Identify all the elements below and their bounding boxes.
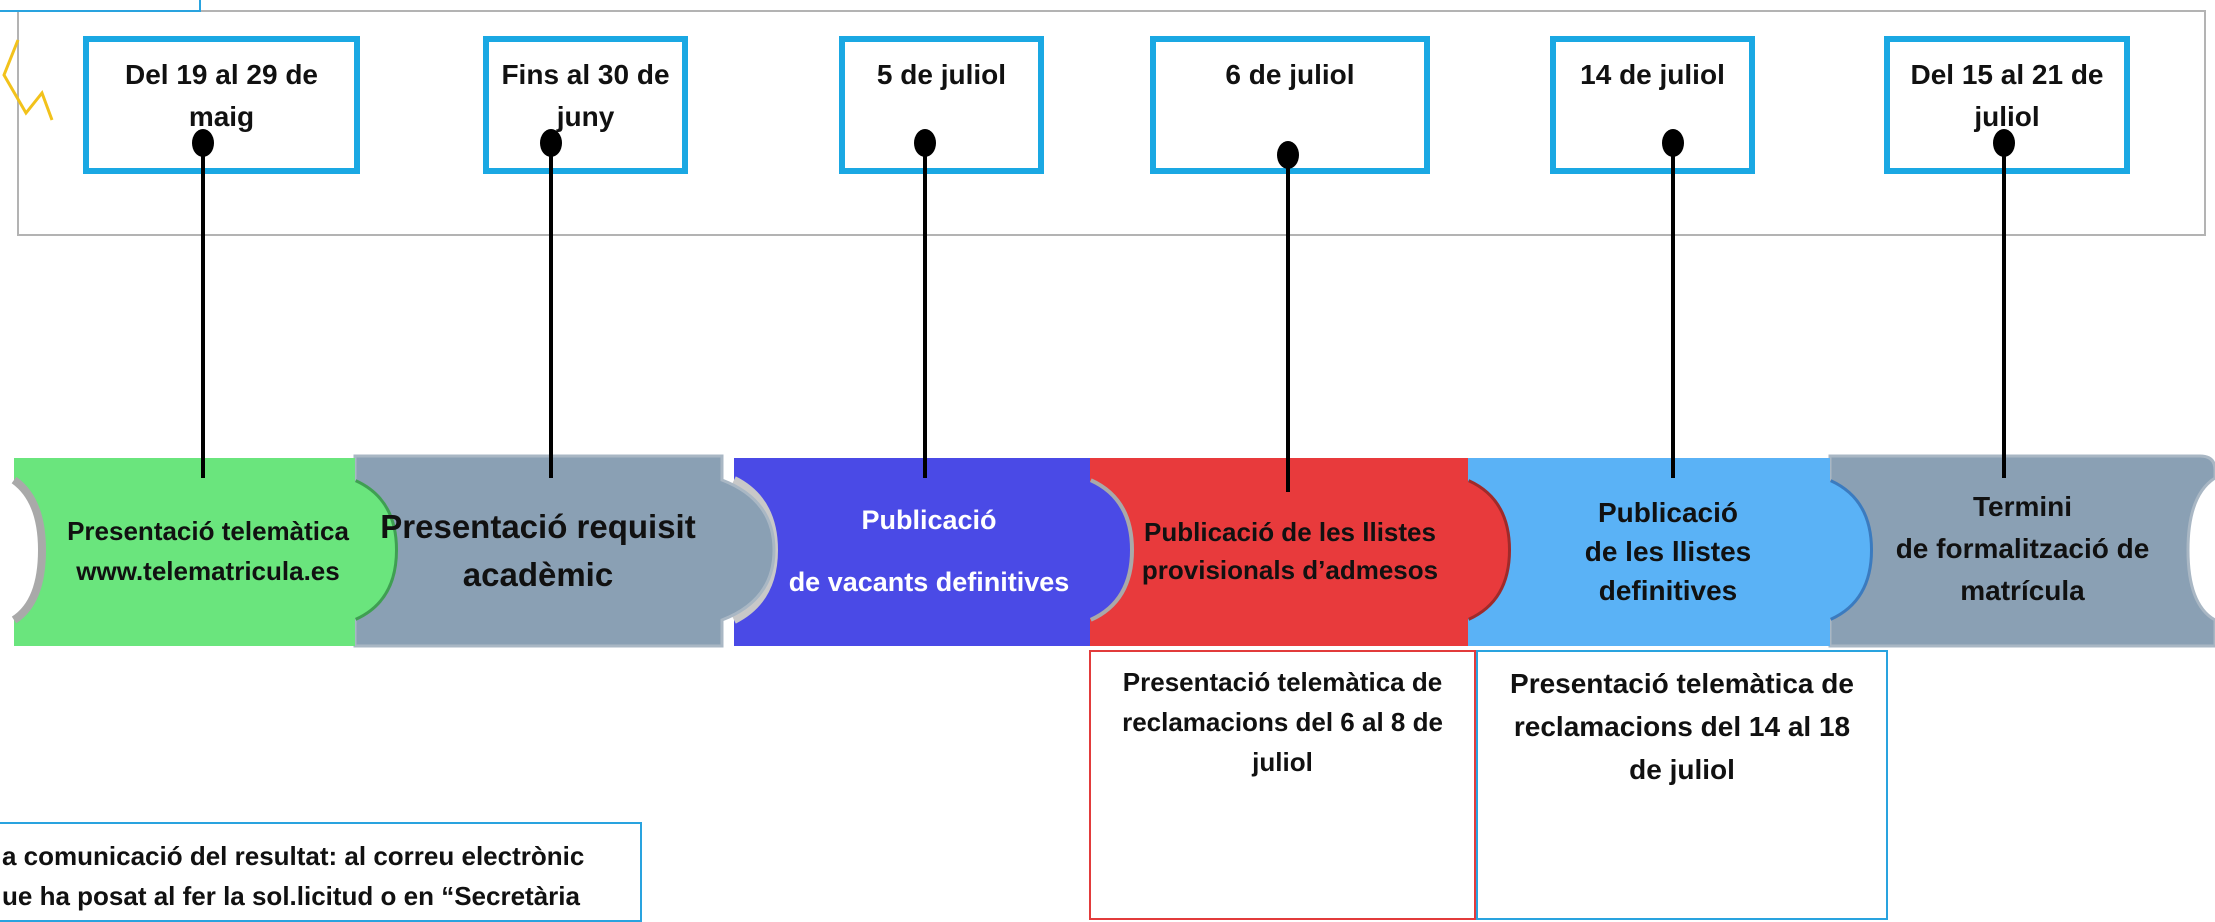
scribble-decoration xyxy=(2,39,54,121)
pin-head-6 xyxy=(1993,129,2015,157)
date-text-6: Del 15 al 21 de juliol xyxy=(1910,59,2104,132)
step-5-line-2: de les llistes xyxy=(1584,535,1752,567)
result-note-line-1: a comunicació del resultat: al correu el… xyxy=(2,841,585,871)
step-2-line-1: Presentació requisit xyxy=(380,508,696,545)
step-3-line-2: de vacants definitives xyxy=(788,567,1070,597)
claims-text-1: Presentació telemàtica de reclamacions d… xyxy=(1122,667,1443,777)
step-6-line-3: matrícula xyxy=(1960,575,2085,606)
step-2: Presentació requisit acadèmic xyxy=(357,456,719,646)
date-text-1: Del 19 al 29 de maig xyxy=(124,59,318,132)
step-6-line-2: de formalització de xyxy=(1895,533,2150,564)
step-2-line-2: acadèmic xyxy=(462,556,614,593)
step-1-line-1: Presentació telemàtica xyxy=(67,516,349,546)
corner-box xyxy=(0,0,201,12)
date-text-5: 14 de juliol xyxy=(1580,59,1725,90)
date-text-2: Fins al 30 de juny xyxy=(501,59,670,132)
date-text-3: 5 de juliol xyxy=(876,59,1007,90)
pin-head-2 xyxy=(540,129,562,157)
step-3: Publicació de vacants definitives xyxy=(734,456,1124,646)
pin-head-3 xyxy=(914,129,936,157)
step-4: Publicació de les llistes provisionals d’… xyxy=(1090,456,1490,646)
date-box-5: 14 de juliol xyxy=(1550,36,1755,174)
step-5-line-3: definitives xyxy=(1598,574,1738,606)
date-box-2: Fins al 30 de juny xyxy=(483,36,688,174)
step-1-line-2: www.telematricula.es xyxy=(76,556,340,586)
date-text-4: 6 de juliol xyxy=(1225,59,1355,90)
pin-head-5 xyxy=(1662,129,1684,157)
step-1: Presentació telemàtica www.telematricula.… xyxy=(14,456,402,646)
step-5-line-1: Publicació xyxy=(1597,496,1739,528)
step-6-line-1: Termini xyxy=(1972,491,2073,522)
pin-head-1 xyxy=(192,129,214,157)
step-4-line-2: provisionals d’admesos xyxy=(1141,555,1439,585)
step-6: Termini de formalització de matrícula xyxy=(1830,452,2215,646)
claims-box-2: Presentació telemàtica de reclamacions d… xyxy=(1476,650,1888,920)
timeline-frame xyxy=(17,10,2206,236)
date-box-1: Del 19 al 29 de maig xyxy=(83,36,360,174)
step-4-line-1: Publicació de les llistes xyxy=(1144,517,1436,547)
claims-text-2: Presentació telemàtica de reclamacions d… xyxy=(1510,668,1854,785)
step-3-line-1: Publicació xyxy=(861,505,997,535)
pin-head-4 xyxy=(1277,141,1299,169)
date-box-3: 5 de juliol xyxy=(839,36,1044,174)
step-5: Publicació de les llistes definitives xyxy=(1468,456,1868,646)
